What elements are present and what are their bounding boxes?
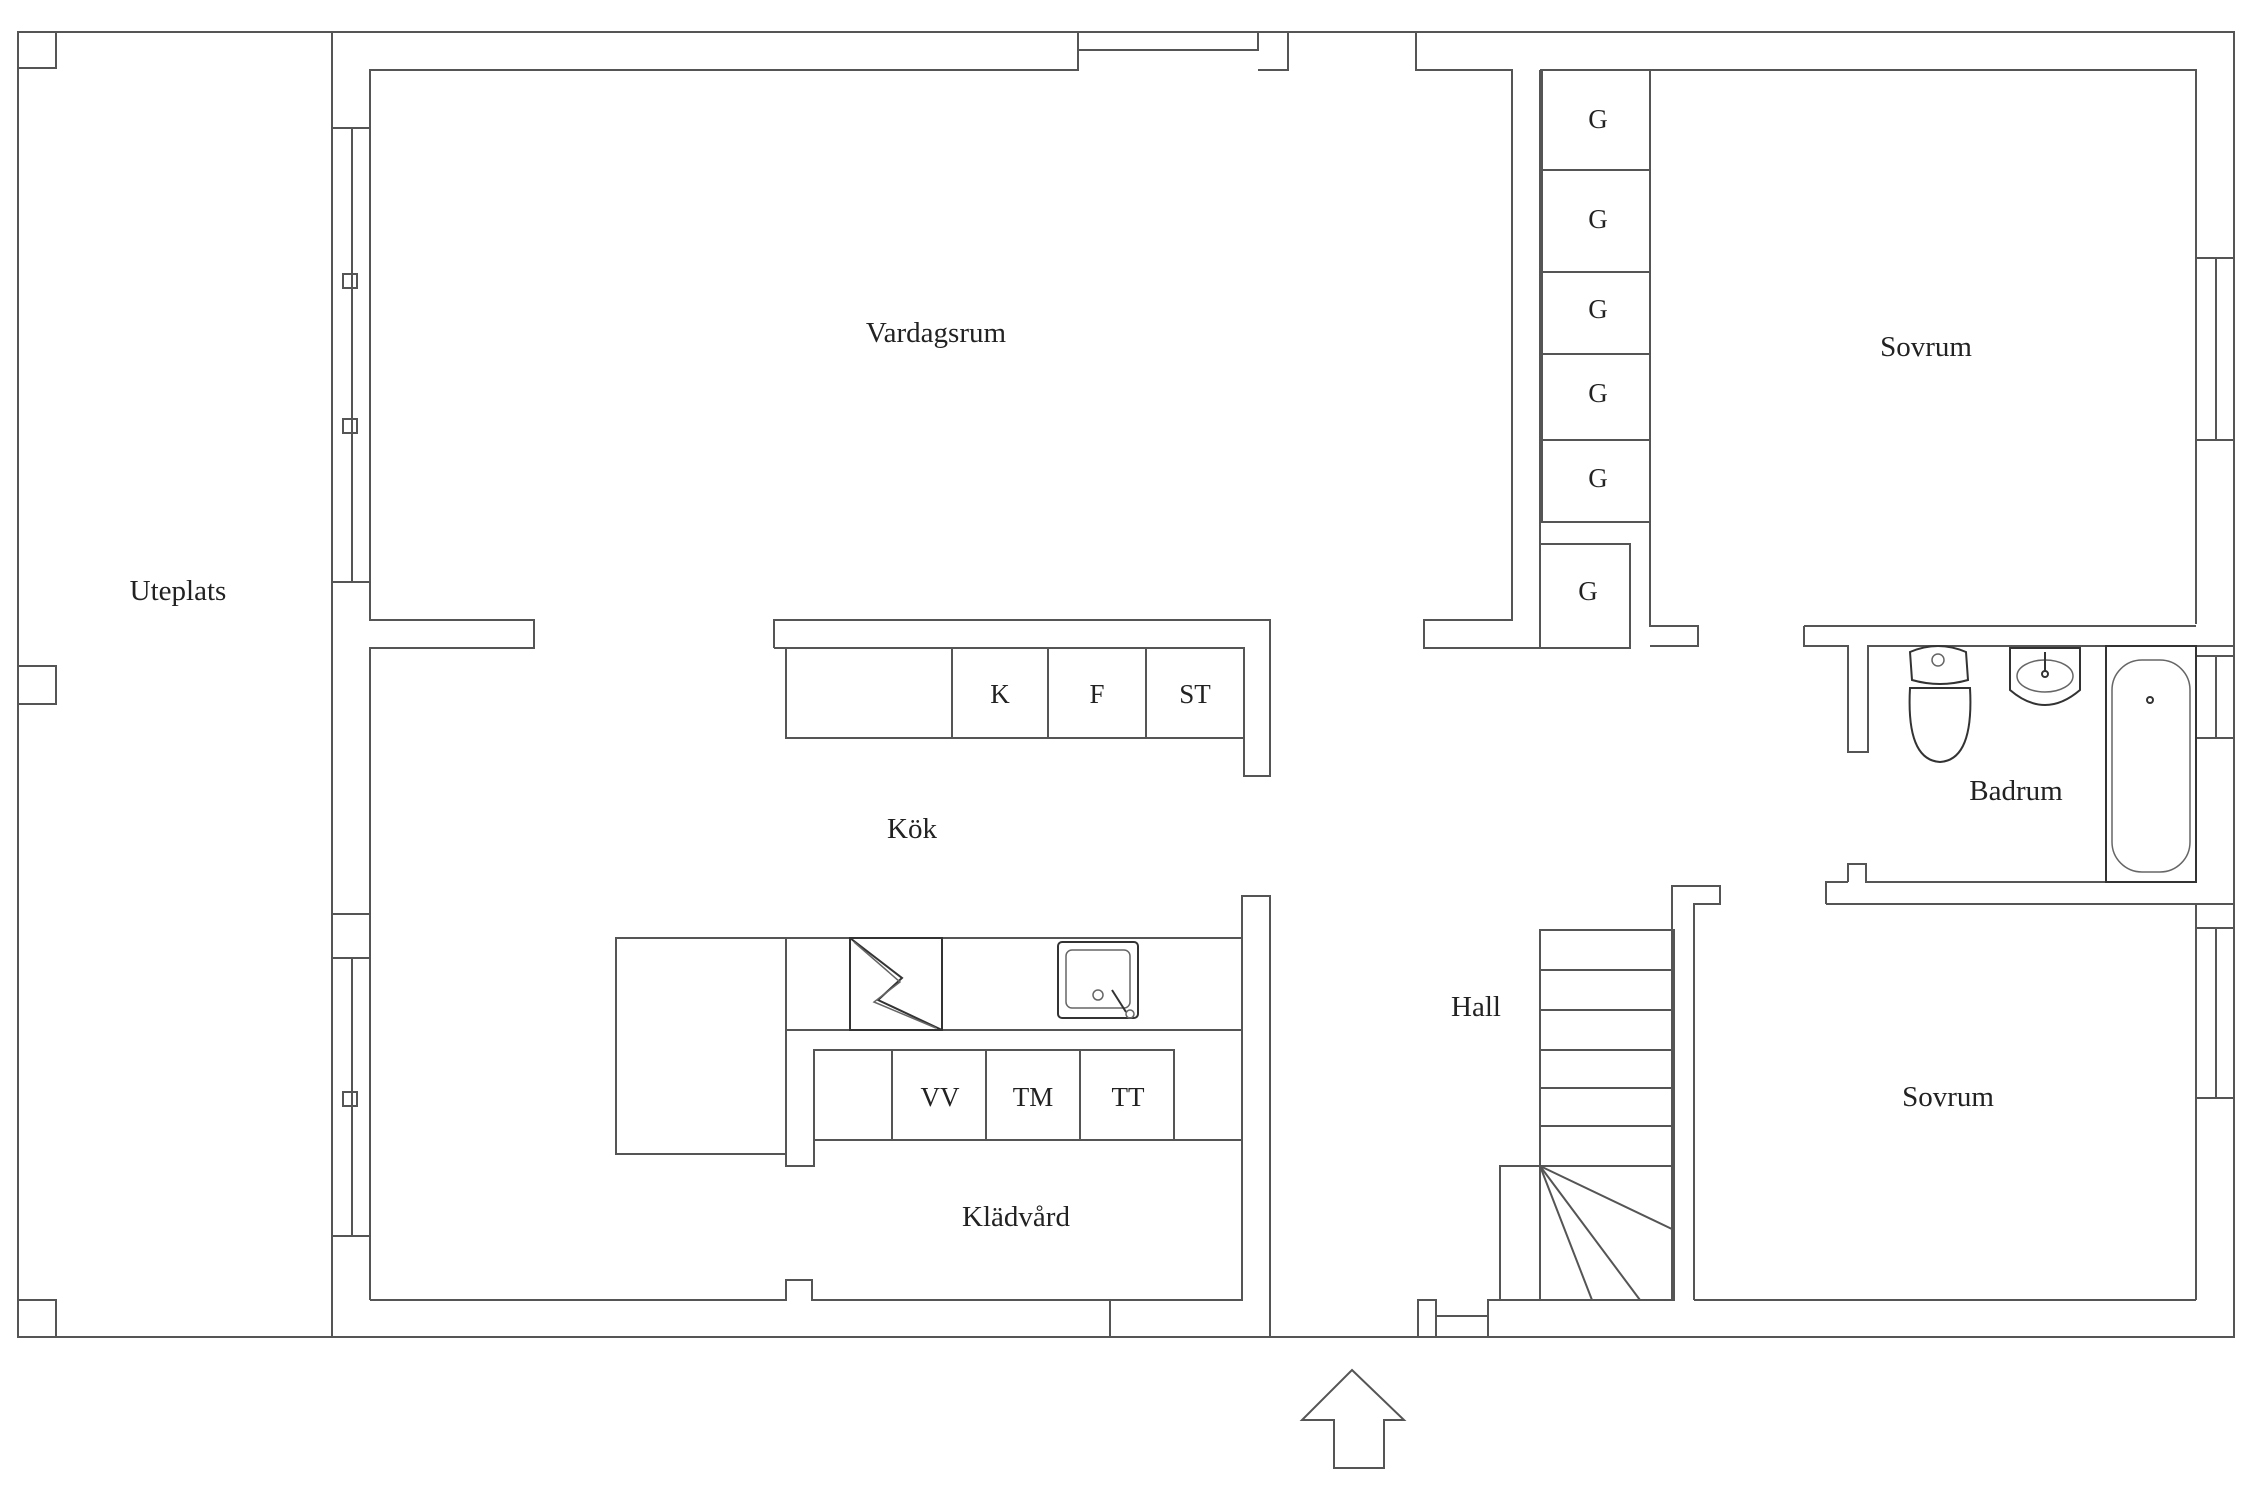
washing-machine-tm-label: TM	[1013, 1082, 1054, 1112]
room-label-vardagsrum: Vardagsrum	[866, 317, 1007, 349]
bathtub-icon	[2105, 645, 2197, 883]
closet-label: G	[1588, 378, 1608, 408]
closet-label: G	[1588, 204, 1608, 234]
outer-walls	[17, 31, 2235, 1338]
inner-walls	[331, 31, 2235, 1338]
closet-label: G	[1588, 104, 1608, 134]
closet-label: G	[1588, 294, 1608, 324]
kitchen-counter-lower	[615, 896, 1243, 1155]
staircase-icon	[1499, 929, 1675, 1301]
room-label-sovrum: Sovrum	[1902, 1081, 1994, 1113]
room-label-kladvard: Klädvård	[962, 1201, 1070, 1233]
room-label-sovrum: Sovrum	[1880, 331, 1972, 363]
cabinet-st-label: ST	[1179, 679, 1211, 709]
washbasin-icon	[2009, 647, 2081, 706]
dryer-tt-label: TT	[1112, 1082, 1145, 1112]
room-label-kok: Kök	[887, 813, 937, 845]
closet-label: G	[1588, 463, 1608, 493]
closets: G G G G G G	[1539, 69, 1651, 649]
entrance-arrow-icon	[1299, 1368, 1407, 1469]
laundry-counter: VV TM TT	[785, 1030, 1242, 1167]
kitchen-sink-icon	[1057, 941, 1139, 1019]
stove-icon	[849, 937, 943, 1031]
kitchen-counter-upper: K F ST	[773, 619, 1271, 777]
closet-label: G	[1578, 576, 1598, 606]
room-label-hall: Hall	[1451, 991, 1501, 1023]
room-label-badrum: Badrum	[1969, 775, 2063, 807]
toilet-icon	[1908, 645, 1972, 764]
freezer-f-label: F	[1089, 679, 1104, 709]
room-label-uteplats: Uteplats	[130, 575, 227, 607]
dishwasher-vv-label: VV	[921, 1082, 960, 1112]
room-labels: Uteplats Vardagsrum Kök Klädvård Hall So…	[130, 317, 2063, 1233]
fridge-k-label: K	[990, 679, 1010, 709]
